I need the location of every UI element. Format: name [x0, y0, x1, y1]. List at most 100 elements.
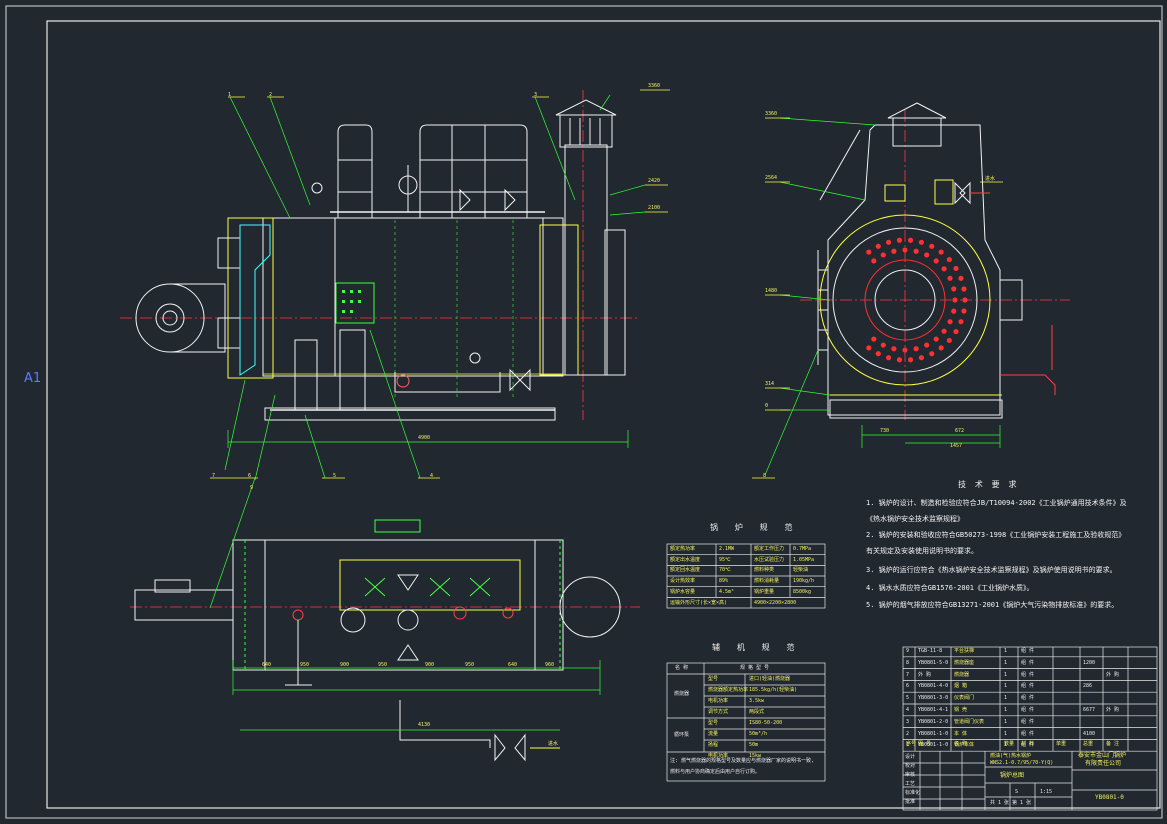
boiler-spec-cell: 燃料种类: [754, 567, 775, 574]
tube-hole: [933, 258, 939, 264]
parts-list-cell: 组 件: [1021, 671, 1035, 678]
sheet-inner-border: [46, 20, 1161, 809]
tube-hole: [866, 345, 872, 351]
sheet-size-label: A1: [24, 371, 42, 386]
parts-list-cell: YB0801-5-0: [918, 659, 949, 666]
tube-hole: [880, 342, 886, 348]
tube-hole: [958, 275, 964, 281]
parts-list-cell: 1: [1004, 742, 1008, 749]
parts-list-cell: 组 件: [1021, 695, 1035, 702]
parts-list-cell: 组 件: [1021, 730, 1035, 737]
aux-header-name: 名 称: [675, 665, 689, 671]
tube-hole: [875, 351, 881, 357]
tube-hole: [907, 357, 914, 363]
dim-plan-seg-6: 950: [465, 662, 475, 668]
aux-group-burner: 燃烧器: [674, 691, 690, 697]
title-company-1: 泰安市金山门锅炉: [1078, 752, 1127, 759]
aux-footnote-1: 注: 燃气燃烧器的规格型号及数量应与燃烧器厂家的说明书一致,: [670, 758, 815, 764]
tube-hole: [885, 239, 892, 245]
boiler-spec-cell: 8500kg: [793, 588, 812, 595]
parts-list-cell: 组 件: [1021, 659, 1035, 666]
tube-hole: [866, 249, 872, 255]
parts-list-cell: 2: [906, 730, 910, 737]
aux-spec-title: 辅 机 规 范: [712, 643, 801, 652]
title-product: 燃油(气)热水锅炉: [990, 753, 1032, 759]
parts-list-cell: 1: [1004, 730, 1008, 737]
parts-list-cell: 组 件: [1021, 707, 1035, 713]
aux-group-pump: 循环泵: [674, 732, 690, 738]
tube-hole: [913, 346, 919, 352]
parts-list-cell: 1: [1004, 659, 1008, 666]
aux-spec-value: 185.5kg/h(轻柴油): [749, 687, 798, 693]
tube-hole: [891, 346, 897, 352]
aux-spec-value: 15kw: [749, 753, 762, 759]
tube-hole: [924, 342, 930, 348]
tech-req-line-2: 《热水锅炉安全技术监察规程》: [866, 515, 964, 523]
tech-req-line-3: 2. 锅炉的安装和验收应符合GB50273-1998《工业锅炉安装工程施工及验收…: [866, 531, 1126, 539]
tech-req-line-1: 1. 锅炉的设计、制造和检验应符合JB/T10094-2002《工业锅炉通用技术…: [866, 499, 1127, 507]
tube-hole: [924, 252, 930, 258]
tube-hole: [938, 249, 944, 255]
parts-list-header: 备 注: [1106, 741, 1120, 747]
tube-hole: [941, 266, 947, 272]
aux-spec-name: 扬程: [708, 742, 719, 748]
end-inlet-label: 进水: [985, 176, 996, 182]
dim-end-level-1: 3360: [765, 111, 778, 117]
tube-hole: [913, 248, 919, 254]
callout-4: 4: [430, 473, 434, 479]
boiler-spec-cell: 190kg/h: [793, 578, 815, 585]
title-block-label: 工艺: [905, 781, 916, 787]
tube-hole: [918, 355, 925, 361]
title-drawing-no: YB0801-0: [1095, 794, 1124, 801]
tube-hole: [929, 351, 935, 357]
dim-plan-seg-5: 900: [425, 662, 435, 668]
parts-list-cell: 组 件: [1021, 718, 1035, 725]
boiler-spec-cell: 1.05MPa: [793, 556, 815, 563]
tech-req-line-6: 4. 锅水水质应符合GB1576-2001《工业锅炉水质》。: [866, 584, 1034, 592]
tube-hole: [896, 237, 903, 243]
aux-spec-name: 流量: [708, 731, 719, 737]
parts-list-cell: 9: [906, 648, 910, 654]
dim-side-level-3: 2100: [648, 205, 661, 211]
tube-hole: [929, 243, 935, 249]
parts-list-cell: 7: [906, 671, 910, 678]
dim-end-total: 1457: [950, 443, 963, 449]
dim-plan-seg-4: 950: [378, 662, 388, 668]
parts-list-cell: TGB-11-8: [918, 648, 943, 654]
aux-spec-value: 3.5kw: [749, 698, 765, 704]
aux-header-spec: 规 格 型 号: [740, 665, 770, 671]
tube-hole: [953, 265, 959, 272]
tube-hole: [938, 345, 944, 351]
aux-footnote-2: 燃料与用户协商确定后由用户自行订购。: [670, 769, 761, 775]
tube-hole: [885, 355, 892, 361]
boiler-spec-cell: 锅炉重量: [754, 588, 775, 595]
end-elevation-view: [752, 102, 1070, 479]
aux-spec-name: 调节方式: [708, 709, 729, 715]
parts-list-cell: 组 件: [1021, 683, 1035, 690]
aux-spec-name: 燃烧器额定热功率: [708, 687, 749, 693]
tube-hole: [947, 319, 953, 325]
boiler-spec-cell: 0.7MPa: [793, 546, 812, 552]
dim-side-total: 4900: [418, 435, 431, 441]
parts-list-cell: YB0801-1-0: [918, 730, 949, 737]
dim-plan-seg-7: 640: [508, 662, 518, 668]
parts-list-cell: 4: [906, 707, 910, 713]
parts-list-cell: 锅炉本体: [954, 742, 975, 749]
parts-list-cell: 5: [906, 695, 910, 702]
title-model: WNS2.1-0.7/95/70-Y(Q): [990, 760, 1054, 766]
tube-hole: [941, 328, 947, 334]
parts-list-cell: YB0801-2-0: [918, 718, 949, 725]
aux-spec-value: 进口(轻油)燃烧器: [749, 676, 791, 682]
tube-hole: [918, 239, 925, 245]
dim-end-level-3: 1480: [765, 288, 778, 294]
title-drawing-name: 锅炉总图: [1000, 772, 1025, 779]
tube-hole: [961, 308, 967, 314]
callout-2: 2: [269, 92, 273, 98]
title-scale: 1:15: [1040, 789, 1053, 795]
title-block-label: 批准: [905, 799, 916, 805]
parts-list-cell: 燃烧器座: [954, 659, 975, 666]
parts-list-cell: 3: [906, 718, 910, 725]
parts-list-cell: 平台扶梯: [954, 648, 975, 654]
tech-requirements-title: 技 术 要 求: [958, 480, 1019, 489]
